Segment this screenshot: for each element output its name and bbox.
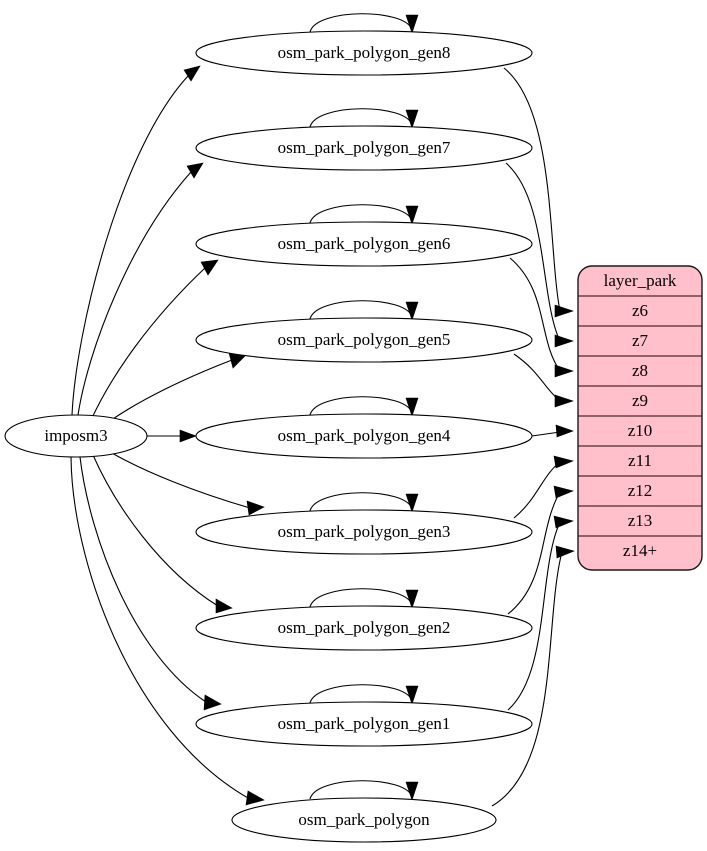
node-gen3-label: osm_park_polygon_gen3 [278,522,451,541]
arrowhead-z10 [555,424,574,438]
arrowhead-self-base [405,781,419,801]
table-fill [578,266,702,570]
self-loop-gen5 [309,300,413,320]
self-loop-gen4 [309,396,413,416]
edge-group-self-loops [309,13,419,801]
table-row-z7[interactable]: z7 [632,331,649,350]
arrowhead-gen2 [215,598,233,614]
node-imposm3-label: imposm3 [44,426,107,445]
node-gen1[interactable]: osm_park_polygon_gen1 [195,701,533,747]
node-gen8-shape[interactable] [195,30,533,76]
arrowhead-gen6 [200,259,219,276]
arrowhead-self-gen8 [405,14,419,34]
self-loop-gen6 [309,204,413,224]
edge-imposm3-to-gen7 [77,171,192,416]
arrowhead-gen1 [203,694,222,711]
node-gen5-label: osm_park_polygon_gen5 [278,330,451,349]
layer-park-table[interactable]: layer_park z6 z7 z8 z9 z10 z11 z12 z13 z… [577,265,703,571]
node-gen5-shape[interactable] [195,317,533,363]
arrowhead-gen8 [183,65,201,82]
arrowhead-z6 [554,304,574,318]
node-gen6[interactable]: osm_park_polygon_gen6 [195,221,533,267]
edge-gen3-to-z11 [513,461,561,519]
arrowhead-self-gen4 [405,397,419,417]
arrowhead-z13 [553,515,574,529]
node-gen7[interactable]: osm_park_polygon_gen7 [195,125,533,171]
node-base[interactable]: osm_park_polygon [231,797,497,843]
edge-imposm3-to-gen1 [79,456,207,703]
arrowhead-base [245,790,265,806]
table-row-z10[interactable]: z10 [628,421,653,440]
edge-base-to-z14plus [491,551,563,807]
edge-imposm3-to-gen8 [71,75,189,416]
arrowhead-self-gen7 [405,109,419,129]
edge-imposm3-to-gen5 [109,359,233,422]
edge-imposm3-to-gen3 [109,451,251,509]
table-row-z8[interactable]: z8 [632,361,648,380]
arrowhead-self-gen6 [405,205,419,225]
arrowhead-z14plus [555,545,575,559]
arrowhead-z7 [554,334,574,348]
node-gen6-shape[interactable] [195,221,533,267]
node-gen3[interactable]: osm_park_polygon_gen3 [195,509,533,555]
node-gen1-label: osm_park_polygon_gen1 [278,714,451,733]
self-loop-gen8 [309,13,413,33]
node-gen8-label: osm_park_polygon_gen8 [278,43,451,62]
arrowhead-z12 [553,485,574,499]
arrowhead-z9 [554,394,574,408]
edge-imposm3-to-gen2 [92,454,219,607]
edge-gen1-to-z13 [507,521,561,711]
node-gen4[interactable]: osm_park_polygon_gen4 [195,413,533,459]
edge-gen8-to-z6 [503,67,561,312]
node-gen6-label: osm_park_polygon_gen6 [278,234,451,253]
edge-gen4-to-z10 [531,431,561,437]
node-gen5[interactable]: osm_park_polygon_gen5 [195,317,533,363]
arrowhead-gen4 [179,429,197,443]
node-gen2-shape[interactable] [195,605,533,651]
edge-group-source-to-nodes [70,65,265,806]
arrowhead-z11 [553,455,574,469]
node-gen4-label: osm_park_polygon_gen4 [278,426,451,445]
node-gen7-shape[interactable] [195,125,533,171]
arrowhead-self-gen3 [405,493,419,513]
node-gen2[interactable]: osm_park_polygon_gen2 [195,605,533,651]
edge-gen5-to-z9 [513,353,561,402]
arrowhead-gen3 [246,500,265,516]
node-gen2-label: osm_park_polygon_gen2 [278,618,451,637]
node-base-shape[interactable] [231,797,497,843]
table-row-z9[interactable]: z9 [632,391,648,410]
edge-gen6-to-z8 [509,257,561,372]
edge-gen7-to-z7 [505,162,561,342]
arrowhead-self-gen5 [405,301,419,321]
edge-imposm3-to-base [70,456,249,799]
table-row-z11[interactable]: z11 [628,451,652,470]
self-loop-gen7 [309,108,413,128]
self-loop-gen2 [309,588,413,608]
arrowhead-self-gen2 [405,589,419,609]
edge-gen2-to-z12 [507,491,561,615]
node-gen3-shape[interactable] [195,509,533,555]
table-row-z6[interactable]: z6 [632,301,648,320]
arrowhead-self-gen1 [405,685,419,705]
arrowhead-gen7 [186,162,204,179]
node-imposm3[interactable]: imposm3 [4,414,148,458]
node-base-label: osm_park_polygon [298,810,430,829]
self-loop-gen3 [309,492,413,512]
self-loop-gen1 [309,684,413,704]
node-imposm3-shape[interactable] [4,414,148,458]
self-loop-base [309,780,413,800]
node-gen8[interactable]: osm_park_polygon_gen8 [195,30,533,76]
table-outline [577,265,703,571]
node-gen7-label: osm_park_polygon_gen7 [278,138,451,157]
table-header-label: layer_park [604,271,677,290]
table-row-z14plus[interactable]: z14+ [623,541,657,560]
node-gen1-shape[interactable] [195,701,533,747]
node-gen4-shape[interactable] [195,413,533,459]
edge-group-nodes-to-table [491,67,575,807]
table-row-z12[interactable]: z12 [628,481,653,500]
edge-imposm3-to-gen6 [91,267,206,419]
arrowhead-z8 [554,364,574,378]
table-row-z13[interactable]: z13 [628,511,653,530]
